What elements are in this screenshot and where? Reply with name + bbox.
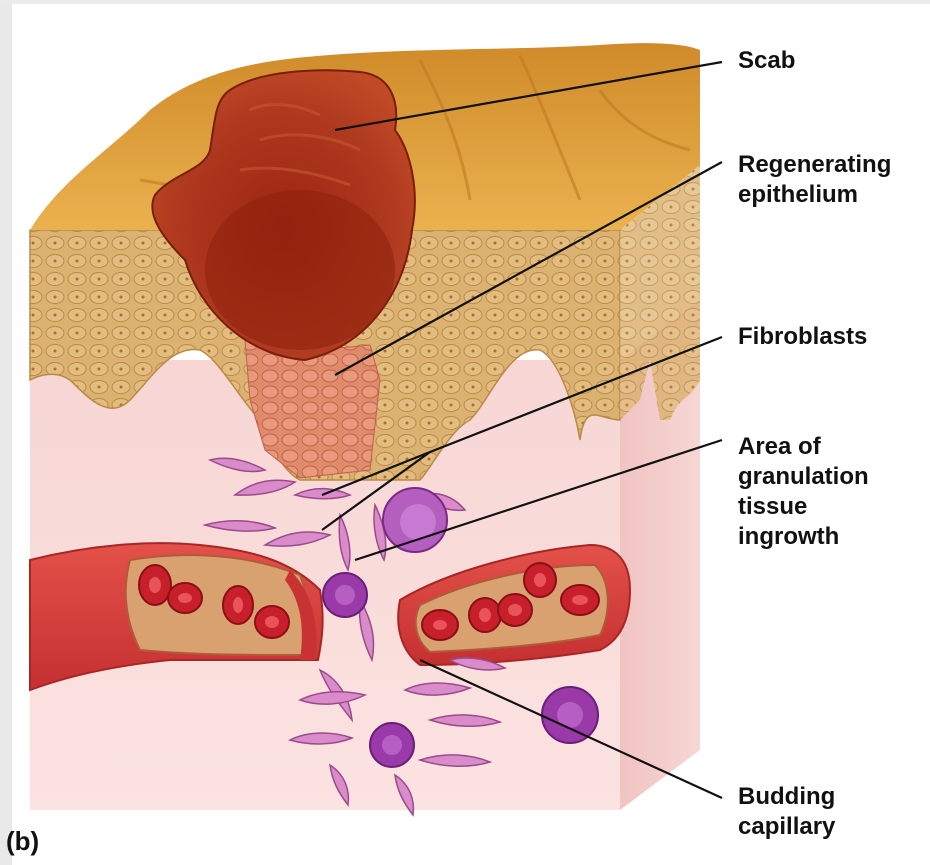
label-fibroblasts: Fibroblasts <box>738 322 867 352</box>
label-line: granulation <box>738 462 869 492</box>
label-line: epithelium <box>738 180 891 210</box>
scab-depression <box>205 190 395 350</box>
label-line: capillary <box>738 812 835 842</box>
label-line: ingrowth <box>738 522 869 552</box>
label-line: tissue <box>738 492 869 522</box>
label-regenerating-epithelium: Regenerating epithelium <box>738 150 891 210</box>
label-line: Area of <box>738 432 869 462</box>
label-granulation-tissue: Area of granulation tissue ingrowth <box>738 432 869 552</box>
label-line: Budding <box>738 782 835 812</box>
panel-letter: (b) <box>6 826 39 857</box>
label-budding-capillary: Budding capillary <box>738 782 835 842</box>
label-line: Regenerating <box>738 150 891 180</box>
label-scab: Scab <box>738 46 795 76</box>
